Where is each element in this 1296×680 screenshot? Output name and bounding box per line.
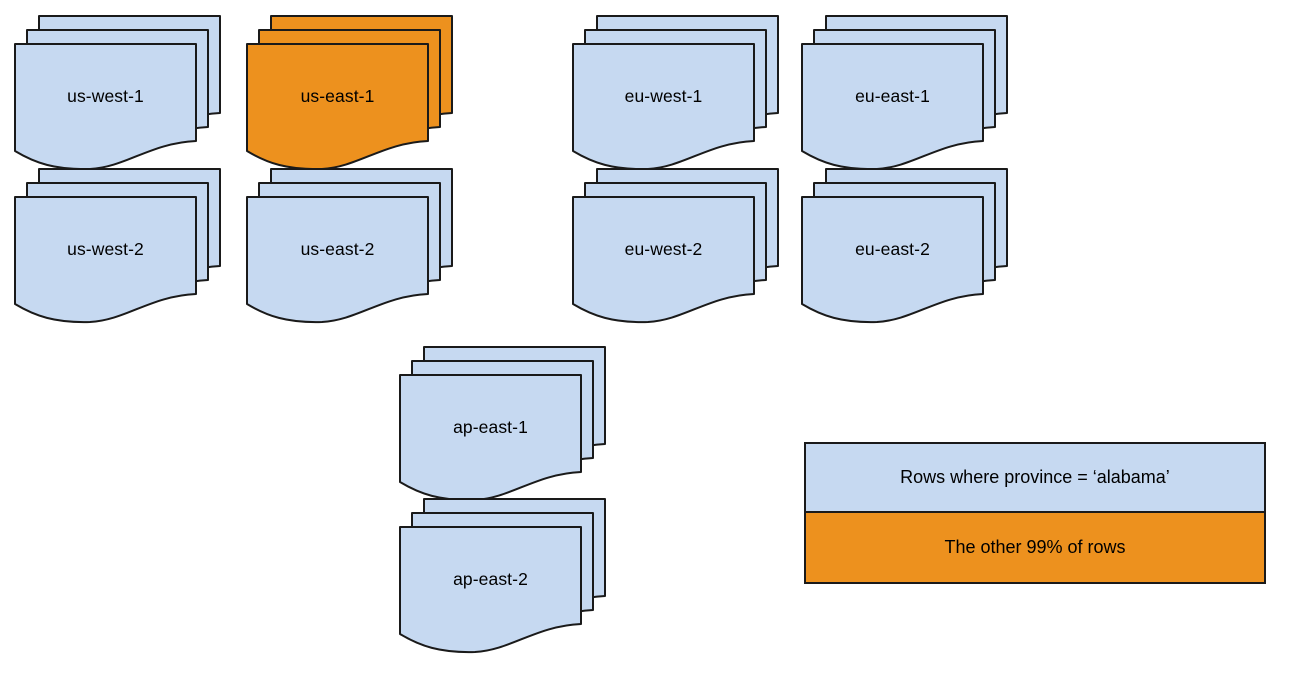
document-stack-label-us-west-1: us-west-1 <box>67 86 144 106</box>
document-stack-ap-east-1[interactable]: ap-east-1 <box>399 345 630 502</box>
document-stack-shape-us-west-1 <box>14 15 221 171</box>
legend: Rows where province = ‘alabama’ The othe… <box>804 442 1266 584</box>
document-sheet-ap-east-2-3 <box>399 526 582 654</box>
legend-label-other-rows: The other 99% of rows <box>944 537 1126 557</box>
document-stack-ap-east-2[interactable]: ap-east-2 <box>399 497 630 654</box>
document-stack-shape-ap-east-2 <box>399 498 606 654</box>
document-stack-label-us-east-2: us-east-2 <box>300 239 375 259</box>
document-stack-label-eu-west-2: eu-west-2 <box>624 239 703 259</box>
document-stack-label-us-east-1: us-east-1 <box>300 86 375 106</box>
document-stack-shape-ap-east-1 <box>399 346 606 502</box>
document-stack-shape-eu-east-2 <box>801 168 1008 324</box>
document-stack-shape-eu-east-1 <box>801 15 1008 171</box>
document-stack-eu-west-2[interactable]: eu-west-2 <box>572 167 803 324</box>
document-sheet-us-west-2-3 <box>14 196 197 324</box>
document-stack-shape-eu-west-2 <box>572 168 779 324</box>
legend-item-other-rows: The other 99% of rows <box>806 513 1264 582</box>
document-stack-label-eu-east-2: eu-east-2 <box>855 239 930 259</box>
document-sheet-eu-east-2-3 <box>801 196 984 324</box>
document-stack-label-us-west-2: us-west-2 <box>67 239 144 259</box>
document-stack-us-west-2[interactable]: us-west-2 <box>14 167 245 324</box>
document-stack-eu-east-1[interactable]: eu-east-1 <box>801 14 1032 171</box>
document-sheet-us-east-2-3 <box>246 196 429 324</box>
legend-label-rows-alabama: Rows where province = ‘alabama’ <box>900 467 1170 487</box>
document-stack-shape-us-east-1 <box>246 15 453 171</box>
document-stack-label-ap-east-2: ap-east-2 <box>453 569 528 589</box>
document-stack-label-eu-west-1: eu-west-1 <box>624 86 703 106</box>
document-stack-us-east-1[interactable]: us-east-1 <box>246 14 477 171</box>
document-stack-shape-us-east-2 <box>246 168 453 324</box>
document-sheet-eu-west-2-3 <box>572 196 755 324</box>
legend-item-rows-alabama: Rows where province = ‘alabama’ <box>806 444 1264 513</box>
document-stack-label-ap-east-1: ap-east-1 <box>453 417 528 437</box>
document-stack-eu-east-2[interactable]: eu-east-2 <box>801 167 1032 324</box>
document-stack-shape-eu-west-1 <box>572 15 779 171</box>
document-stack-eu-west-1[interactable]: eu-west-1 <box>572 14 803 171</box>
document-stack-us-west-1[interactable]: us-west-1 <box>14 14 245 171</box>
document-stack-us-east-2[interactable]: us-east-2 <box>246 167 477 324</box>
document-stack-label-eu-east-1: eu-east-1 <box>855 86 930 106</box>
document-stack-shape-us-west-2 <box>14 168 221 324</box>
